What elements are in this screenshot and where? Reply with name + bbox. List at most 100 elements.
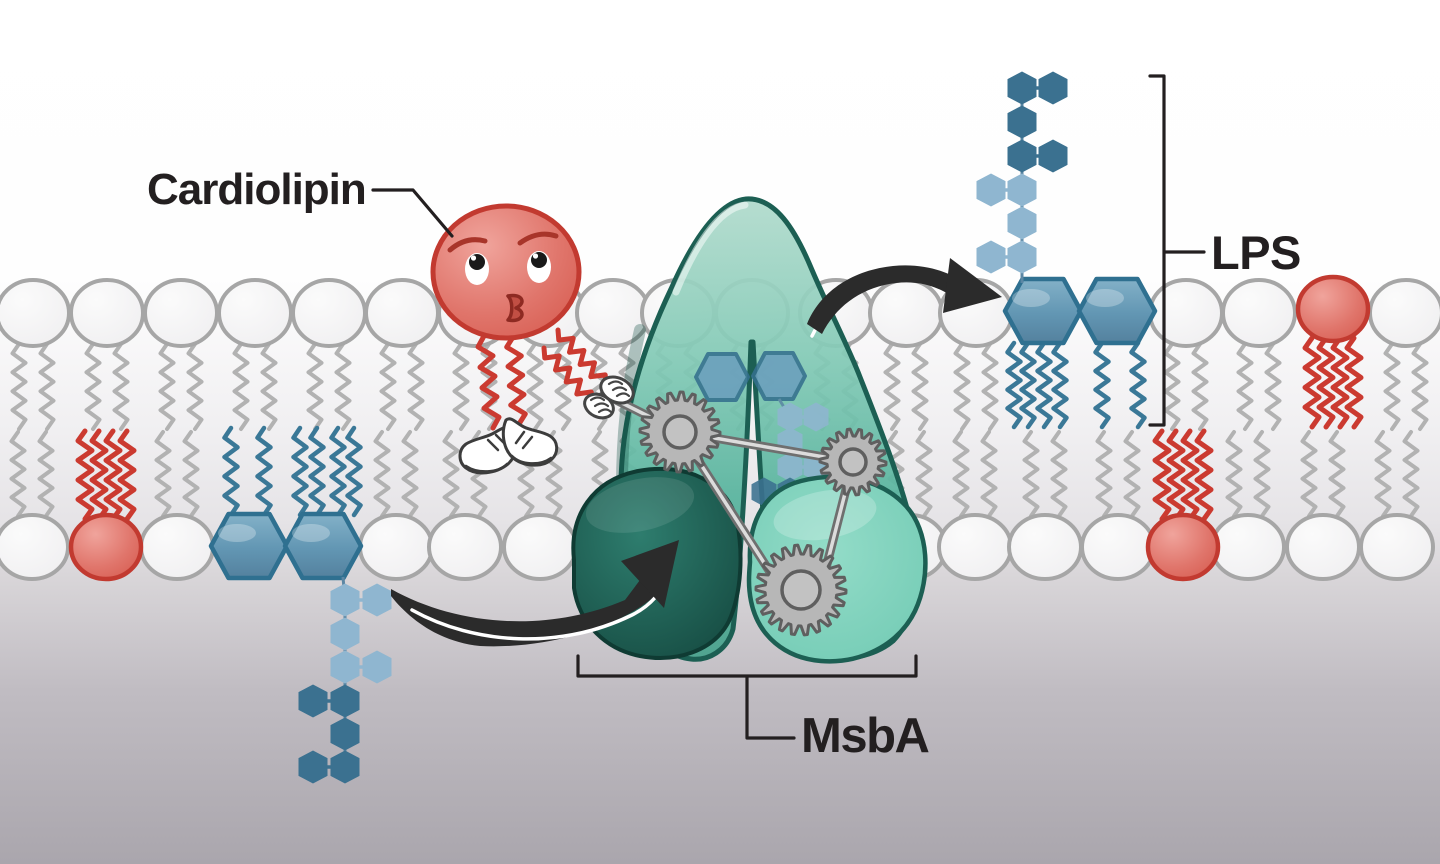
lipid-head <box>1210 513 1286 581</box>
lps-molecule-inner-leaflet <box>208 425 392 784</box>
lipid-tail <box>1236 342 1254 431</box>
lps-cargo-hexagon <box>751 351 807 401</box>
lipid-tail <box>9 430 27 518</box>
gear-hub <box>838 447 868 477</box>
hexagon-highlight <box>218 524 256 542</box>
sugar-hexagon <box>330 617 360 651</box>
lipid-head <box>143 278 219 348</box>
lipid-tail <box>1383 342 1401 431</box>
sugar-hexagon <box>330 650 360 684</box>
gear-machinery <box>599 389 888 637</box>
lipid-tail <box>291 425 309 518</box>
cardiolipin-pointer-line <box>371 188 454 238</box>
hexagon-highlight <box>292 524 330 542</box>
cardiolipin-lipid-outer-right <box>1295 274 1371 430</box>
lipid-head <box>1285 513 1361 581</box>
whistling-mouth <box>506 293 524 323</box>
lipid-tail <box>154 430 172 518</box>
lipid-tail <box>1005 340 1023 430</box>
lipid-tail <box>1264 342 1282 431</box>
lipid-head <box>1148 278 1224 348</box>
lipid-head <box>291 278 367 348</box>
lps-lipid-a-hexagon <box>1002 276 1084 346</box>
lps-cargo-hexagon <box>694 352 750 402</box>
lipid-head <box>427 513 503 581</box>
sugar-hexagon <box>362 583 392 617</box>
lipid-tail <box>255 425 273 518</box>
lipid-tail <box>1123 430 1141 518</box>
sugar-hexagon <box>1007 206 1037 240</box>
lps-lipid-a-hexagon <box>282 511 364 581</box>
msba-bracket <box>576 654 918 740</box>
lipid-head <box>502 513 578 581</box>
lps-label: LPS <box>1211 226 1301 279</box>
lipid-tail <box>1166 428 1186 522</box>
lipid-tail <box>442 430 460 518</box>
sugar-hexagon <box>1038 139 1068 173</box>
sugar-hexagon <box>1007 240 1037 274</box>
sugar-hexagon <box>330 684 360 718</box>
lipid-head <box>1080 513 1156 581</box>
lipid-tail <box>232 342 250 431</box>
gear-icon <box>638 390 722 474</box>
lipid-tail <box>1330 335 1350 430</box>
lipid-tail <box>452 342 470 431</box>
lipid-tail <box>103 428 123 522</box>
lps-lipid-a-hexagon <box>1076 276 1158 346</box>
lps-lipid-a-hexagon <box>208 511 290 581</box>
cardiolipin-head <box>1145 512 1221 582</box>
sugar-hexagon <box>803 402 829 432</box>
pupil-right <box>531 252 547 268</box>
lipid-tail <box>1194 428 1214 522</box>
lipid-tail <box>334 342 352 431</box>
labels-layer: Cardiolipin LPS MsbA <box>147 74 1301 763</box>
sugar-hexagon <box>330 717 360 751</box>
lipid-tail <box>1022 430 1040 518</box>
lipid-tail <box>1180 428 1200 522</box>
lipid-tail <box>1328 430 1346 518</box>
finger-lines <box>607 380 631 398</box>
lipid-tail <box>10 342 28 431</box>
lipid-tail <box>329 425 347 518</box>
lipid-tail <box>407 342 425 431</box>
lps-bracket <box>1148 74 1206 427</box>
lipid-tail <box>1035 340 1053 430</box>
sugar-hexagon <box>1007 71 1037 105</box>
cardiolipin-head <box>68 512 144 582</box>
lipid-head <box>69 278 145 348</box>
gear-icon <box>818 427 888 497</box>
lipid-tail <box>1225 430 1243 518</box>
arrow-shaft <box>807 265 966 334</box>
lipid-tail <box>75 428 95 522</box>
sugar-hexagon <box>330 750 360 784</box>
lipid-tail <box>306 342 324 431</box>
arrowhead-icon <box>943 258 1002 313</box>
lipid-tail <box>1374 430 1392 518</box>
lipid-tail <box>345 425 363 518</box>
lipid-tail <box>379 342 397 431</box>
shoe-sole <box>510 454 553 465</box>
sugar-hexagon <box>330 583 360 617</box>
eye-glint <box>532 253 539 259</box>
sneaker-right <box>501 417 559 467</box>
lipid-tail <box>1095 430 1113 518</box>
lobe-highlight <box>773 489 877 541</box>
lipid-head <box>139 513 215 581</box>
character-leg <box>475 333 502 431</box>
gear-hub <box>780 569 822 611</box>
arrowhead-icon <box>621 540 679 608</box>
lipid-head <box>0 278 71 348</box>
lipid-tail <box>953 342 971 431</box>
lipid-head <box>1007 513 1083 581</box>
lipid-tail <box>182 430 200 518</box>
tent-highlight <box>672 201 749 296</box>
shoe-sole <box>464 462 509 473</box>
lipid-head <box>364 278 440 348</box>
arrow-shaft <box>391 564 664 647</box>
character-arm <box>555 327 609 388</box>
lipid-tail <box>981 342 999 431</box>
lipid-tail <box>1411 342 1429 431</box>
lipid-tail <box>89 428 109 522</box>
